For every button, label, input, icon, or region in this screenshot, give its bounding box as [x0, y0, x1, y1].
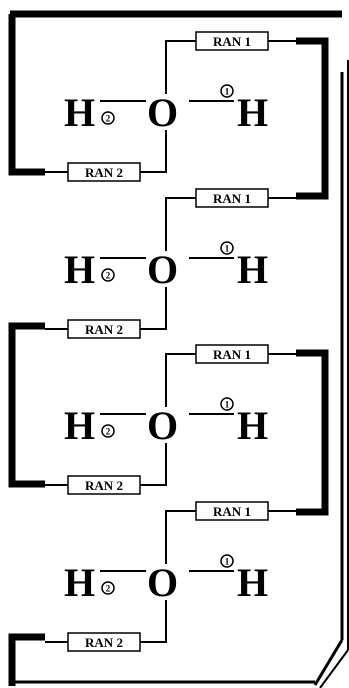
- bond-number-2-marker: [101, 581, 115, 595]
- ran2-box: [67, 319, 141, 339]
- hydrogen-atom-left: H: [64, 560, 95, 605]
- hydrogen-atom-left: H: [64, 247, 95, 292]
- ran1-label: RAN 1: [213, 34, 251, 49]
- oxygen-atom: O: [147, 247, 178, 292]
- ran2-label: RAN 2: [85, 322, 123, 337]
- ran1-label: RAN 1: [213, 347, 251, 362]
- bond-number-2-marker: [101, 268, 115, 282]
- bond-number-2: 2: [106, 427, 111, 437]
- ran2-box: [67, 162, 141, 182]
- bond-number-1: 1: [225, 244, 230, 254]
- bond-number-1-marker: [220, 397, 234, 411]
- ran1-box: [195, 188, 269, 208]
- bond-number-1: 1: [225, 557, 230, 567]
- ran2-label: RAN 2: [85, 635, 123, 650]
- ran1-label: RAN 1: [213, 504, 251, 519]
- bond-number-1-marker: [220, 84, 234, 98]
- ran1-label: RAN 1: [213, 191, 251, 206]
- ran2-connector: [140, 130, 167, 173]
- bond-number-2: 2: [106, 584, 111, 594]
- hydrogen-atom-right: H: [237, 403, 268, 448]
- ran1-connector: [165, 353, 196, 407]
- ran1-box: [195, 31, 269, 51]
- hydrogen-atom-left: H: [64, 403, 95, 448]
- ran2-box: [67, 475, 141, 495]
- ran2-label: RAN 2: [85, 165, 123, 180]
- ran1-connector: [165, 510, 196, 564]
- oxygen-atom: O: [147, 90, 178, 135]
- ran2-connector: [140, 443, 167, 486]
- hydrogen-atom-left: H: [64, 90, 95, 135]
- bond-number-1: 1: [225, 87, 230, 97]
- ran2-connector: [140, 600, 167, 643]
- bond-number-1: 1: [225, 400, 230, 410]
- ran1-connector: [165, 40, 196, 94]
- bond-number-2: 2: [106, 271, 111, 281]
- ran2-connector: [140, 287, 167, 330]
- hydrogen-atom-right: H: [237, 560, 268, 605]
- ran1-box: [195, 501, 269, 521]
- ran1-connector: [165, 197, 196, 251]
- oxygen-atom: O: [147, 403, 178, 448]
- bond-number-2-marker: [101, 111, 115, 125]
- bond-number-2: 2: [106, 114, 111, 124]
- outer-frame: [8, 10, 349, 688]
- oxygen-atom: O: [147, 560, 178, 605]
- ran2-label: RAN 2: [85, 478, 123, 493]
- bond-number-1-marker: [220, 241, 234, 255]
- hydrogen-atom-right: H: [237, 247, 268, 292]
- ran2-box: [67, 632, 141, 652]
- bond-number-1-marker: [220, 554, 234, 568]
- bond-number-2-marker: [101, 424, 115, 438]
- link-brackets: [8, 37, 329, 686]
- hydrogen-atom-right: H: [237, 90, 268, 135]
- ran1-box: [195, 344, 269, 364]
